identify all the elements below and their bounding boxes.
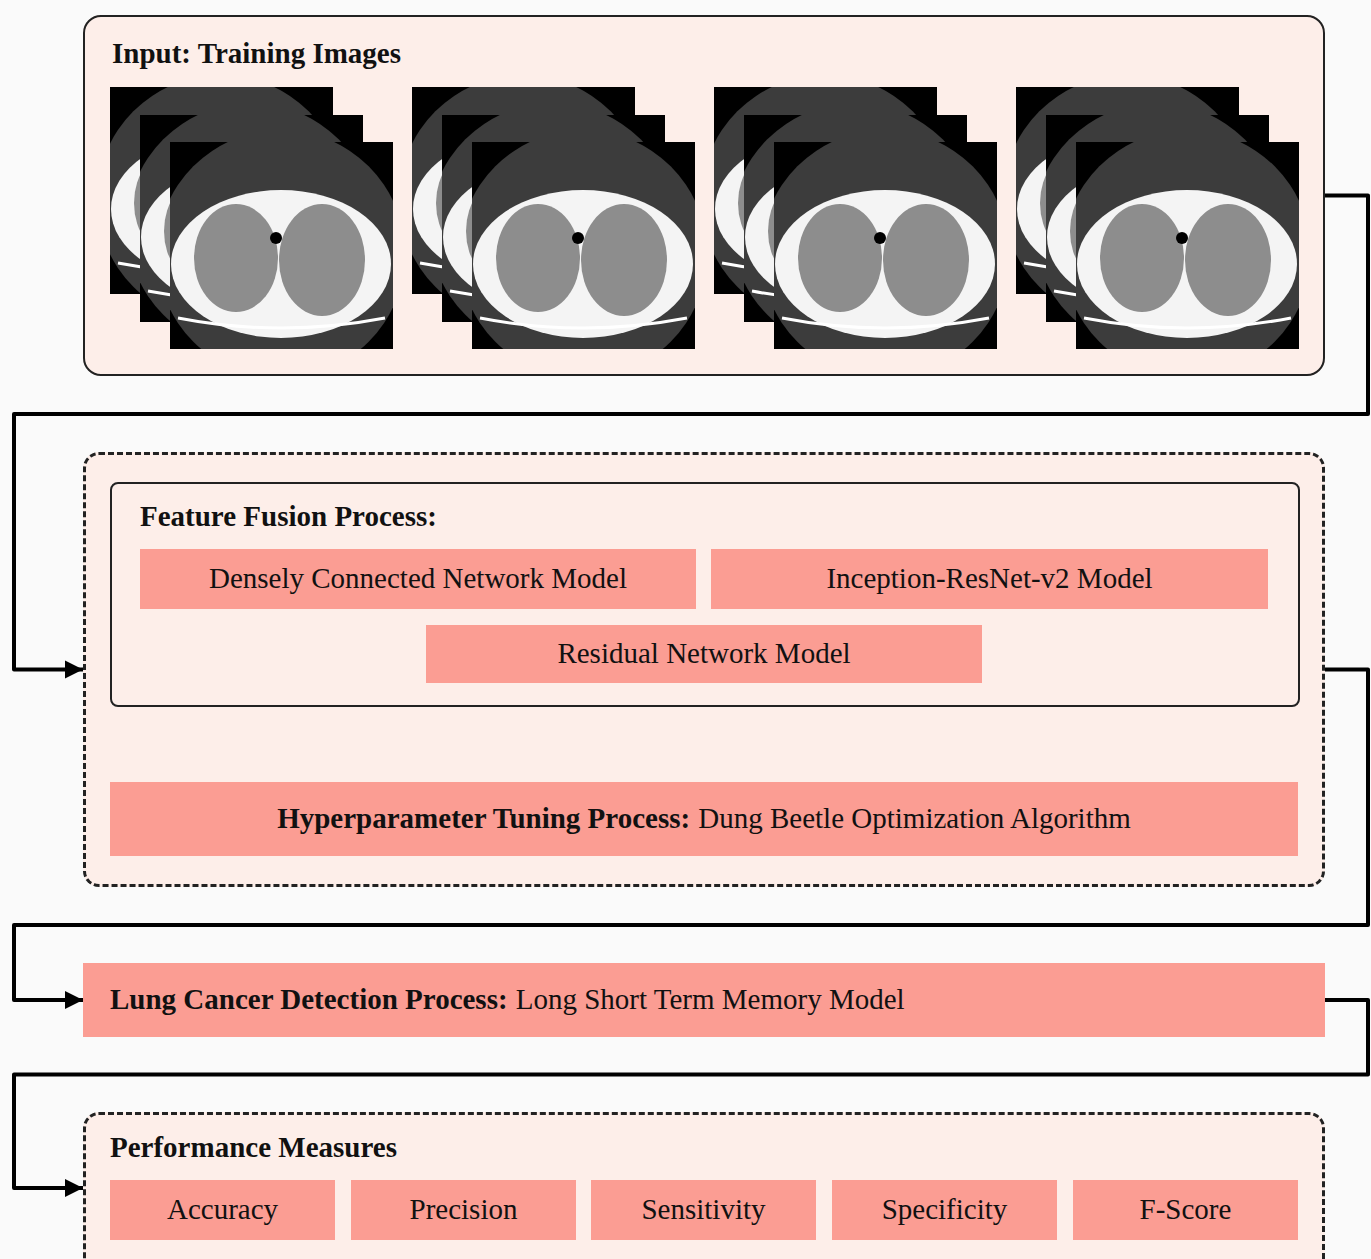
box-label: Inception-ResNet-v2 Model xyxy=(826,562,1152,595)
step-heading: Hyperparameter Tuning Process: xyxy=(277,802,690,835)
box-label: Sensitivity xyxy=(641,1193,765,1226)
ct-slice xyxy=(459,130,707,378)
dashed-group: Feature Fusion Process: Densely Connected… xyxy=(83,452,1325,887)
process-box: Residual Network Model xyxy=(426,625,982,683)
measures-panel: Performance MeasuresAccuracy Precision Sen… xyxy=(83,1112,1325,1259)
ct-slice xyxy=(1063,130,1311,378)
metric-box: Accuracy xyxy=(110,1180,335,1240)
fusion-panel: Feature Fusion Process: Densely Connected… xyxy=(110,482,1300,707)
box-label: Precision xyxy=(410,1193,518,1226)
metric-box: F-Score xyxy=(1073,1180,1298,1240)
metric-box: Specificity xyxy=(832,1180,1057,1240)
box-label: Long Short Term Memory Model xyxy=(516,983,905,1016)
metric-box: Sensitivity xyxy=(591,1180,816,1240)
panel-heading: Feature Fusion Process: xyxy=(140,500,437,533)
step-heading: Lung Cancer Detection Process: xyxy=(110,983,508,1016)
ct-slice xyxy=(761,130,1009,378)
panel-heading: Performance Measures xyxy=(110,1131,397,1164)
flow-arrow xyxy=(14,196,1368,670)
process-box: Densely Connected Network Model xyxy=(140,549,696,609)
box-label: Accuracy xyxy=(167,1193,278,1226)
box-label: Residual Network Model xyxy=(557,637,850,670)
box-label: Dung Beetle Optimization Algorithm xyxy=(698,802,1131,835)
box-label: Densely Connected Network Model xyxy=(209,562,627,595)
box-label: F-Score xyxy=(1140,1193,1232,1226)
ct-slice xyxy=(157,130,405,378)
process-box: Hyperparameter Tuning Process:Dung Beetl… xyxy=(110,782,1298,856)
box-label: Specificity xyxy=(882,1193,1008,1226)
process-box: Inception-ResNet-v2 Model xyxy=(711,549,1268,609)
process-band: Lung Cancer Detection Process:Long Short… xyxy=(83,963,1325,1037)
input-panel: Input: Training Images xyxy=(83,15,1325,376)
panel-heading: Input: Training Images xyxy=(112,37,401,70)
metric-box: Precision xyxy=(351,1180,576,1240)
